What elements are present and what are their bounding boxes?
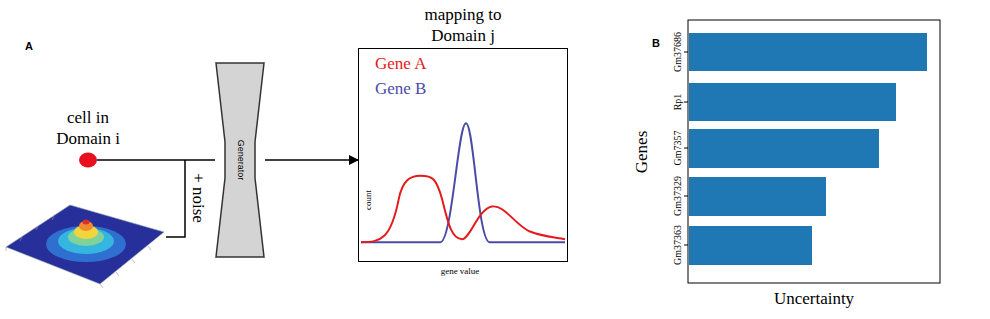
axis-label: count: [364, 190, 373, 210]
axis-label: gene value: [441, 267, 480, 276]
gene-tick-label: Rp1: [673, 94, 683, 111]
node-heading: cell in Domain i: [46, 107, 130, 150]
gaussian-surface: [6, 205, 164, 288]
cell-dot: cell in Domain i: [79, 152, 97, 168]
legend-entry: Gene B: [375, 79, 426, 99]
gene-tick-label: Gm37686: [673, 32, 683, 72]
gene-tick-label: Gm7357: [673, 131, 683, 166]
axis-label: Genes: [633, 131, 650, 173]
gene-tick-label: Gm37363: [673, 225, 683, 265]
noise-line: [166, 160, 185, 237]
panel-letter: A: [25, 41, 33, 52]
distribution-plot: mapping to Domain jGene AGene B: [358, 48, 568, 262]
panel-letter: B: [652, 38, 660, 49]
legend-text: Gene B: [375, 79, 426, 98]
bar-chart: [684, 20, 940, 283]
connector: [265, 159, 358, 161]
noise-label: + noise: [190, 173, 207, 223]
generator-label: Generator: [236, 140, 245, 181]
legend-text: Gene A: [375, 54, 426, 73]
generator-shape: Generator: [215, 62, 265, 258]
axis-label: Uncertainty: [774, 290, 854, 307]
connector: [97, 159, 215, 161]
gene-tick-label: Gm37329: [673, 176, 683, 216]
legend-entry: Gene A: [375, 54, 426, 74]
plot-title: mapping to Domain j: [407, 4, 519, 47]
